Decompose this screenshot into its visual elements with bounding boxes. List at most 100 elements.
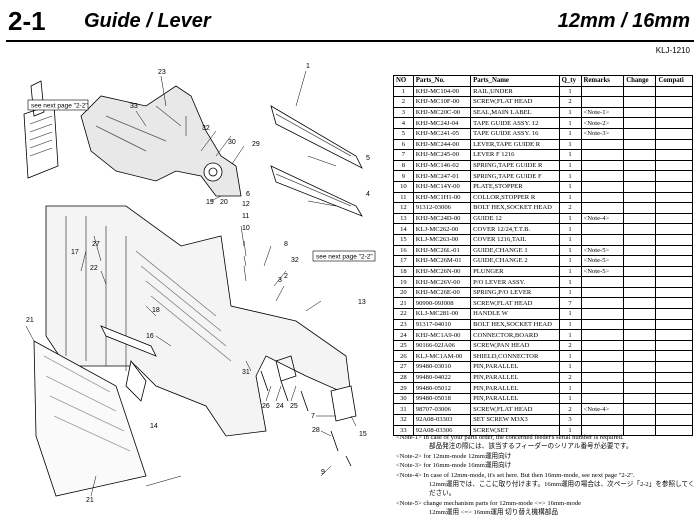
table-cell: 24 xyxy=(393,329,414,341)
callout-label: 19 xyxy=(206,199,214,206)
table-cell xyxy=(655,286,693,299)
table-cell: 6 xyxy=(393,138,414,151)
table-cell xyxy=(655,265,693,278)
table-cell xyxy=(623,127,657,140)
table-cell: 90166-02JA06 xyxy=(412,339,472,352)
notes-block: <Note-1> In case of your parts order, th… xyxy=(396,433,696,518)
table-cell: SPRING,TAPE GUIDE R xyxy=(470,159,560,172)
table-cell: 4 xyxy=(393,117,414,129)
table-cell: 20 xyxy=(393,286,414,299)
callout-label: 16 xyxy=(146,333,154,340)
callout-label: 25 xyxy=(290,403,298,410)
table-cell xyxy=(580,180,625,193)
table-cell: 1 xyxy=(558,265,582,278)
table-cell xyxy=(655,233,693,246)
note-line: <Note-3> for 16mm-mode 16mm運用向け xyxy=(396,461,696,470)
table-cell xyxy=(580,308,625,320)
table-cell: SHIELD,CONNECTOR xyxy=(470,350,560,363)
table-cell xyxy=(623,414,657,426)
col-header: Q_ty xyxy=(558,75,582,87)
col-header: Parts_No. xyxy=(412,75,472,87)
table-cell xyxy=(623,297,657,310)
section-number: 2-1 xyxy=(8,6,46,36)
table-cell: 30 xyxy=(393,392,414,405)
table-cell: 2 xyxy=(393,96,414,108)
callout-label: 32 xyxy=(291,257,299,264)
table-cell: KLJ-MC1AM-00 xyxy=(412,350,472,363)
table-cell xyxy=(580,371,625,384)
lever-assy xyxy=(80,85,242,197)
note-tag: <Note-5> xyxy=(396,499,422,507)
table-cell: 22 xyxy=(393,308,414,320)
note-japanese: 12mm運用では、ここに取り付けます。16mm運用の場合は、次ページ「2-2」を… xyxy=(429,481,695,498)
table-cell: 92A08-03303 xyxy=(412,414,472,426)
note-tag: <Note-3> xyxy=(396,462,422,470)
table-cell xyxy=(580,276,625,288)
table-cell: 1 xyxy=(558,233,582,246)
table-cell xyxy=(623,339,657,352)
table-cell: PIN,PARALLEL xyxy=(470,361,560,373)
table-cell: 1 xyxy=(558,350,582,363)
table-cell: <Note-3> xyxy=(580,127,625,140)
table-cell: KHJ-MC146-02 xyxy=(412,159,472,172)
table-cell xyxy=(580,170,625,182)
table-cell: SCREW,FLAT HEAD xyxy=(470,96,560,108)
callout-label: 5 xyxy=(366,155,370,162)
callout-label: 1 xyxy=(306,63,310,70)
note-text: In case of 12mm-mode, it's set here. But… xyxy=(423,471,635,479)
table-cell xyxy=(580,233,625,246)
table-cell: HANDLE W xyxy=(470,308,560,320)
table-cell: 91312-03006 xyxy=(412,202,472,214)
table-cell: 17 xyxy=(393,255,414,267)
table-cell: SEAL,MAIN LABEL xyxy=(470,106,560,119)
table-cell: KHJ-MC14Y-00 xyxy=(412,180,472,193)
note-tag: <Note-1> xyxy=(396,434,422,441)
table-cell: KHJ-MC24D-00 xyxy=(412,212,472,225)
see-next-page-2: see next page "2-2" xyxy=(316,254,373,261)
table-cell: 2 xyxy=(558,96,582,108)
table-cell: KLJ-MC262-00 xyxy=(412,223,472,235)
table-cell: KHJ-MC26N-00 xyxy=(412,265,472,278)
table-cell: 1 xyxy=(558,127,582,140)
table-cell xyxy=(655,244,693,257)
table-cell xyxy=(655,276,693,288)
table-cell xyxy=(580,286,625,299)
table-cell xyxy=(623,159,657,172)
table-cell xyxy=(655,308,693,320)
table-cell: 1 xyxy=(558,255,582,267)
note-text: for 12mm-mode 12mm運用向け xyxy=(423,452,512,460)
table-cell: 28 xyxy=(393,371,414,384)
table-cell xyxy=(655,297,693,310)
table-cell: CONNECTOR,BOARD xyxy=(470,329,560,341)
table-cell: KHJ-MC247-01 xyxy=(412,170,472,182)
callout-label: 20 xyxy=(220,199,228,206)
table-cell: 8 xyxy=(393,159,414,172)
table-cell: SCREW,SET xyxy=(470,424,560,437)
callout-label: 12 xyxy=(242,201,250,208)
table-cell: 2 xyxy=(558,403,582,415)
table-cell xyxy=(655,255,693,267)
table-cell: 27 xyxy=(393,361,414,373)
table-cell xyxy=(623,170,657,182)
table-cell: 1 xyxy=(558,191,582,204)
table-cell xyxy=(655,117,693,129)
table-cell: KHJ-MC26E-00 xyxy=(412,286,472,299)
table-cell: TAPE GUIDE ASSY. 12 xyxy=(470,117,560,129)
table-cell: 98707-03006 xyxy=(412,403,472,415)
note-japanese: 部品発注の際には、該当するフィーダーのシリアル番号が必要です。 xyxy=(429,443,633,451)
